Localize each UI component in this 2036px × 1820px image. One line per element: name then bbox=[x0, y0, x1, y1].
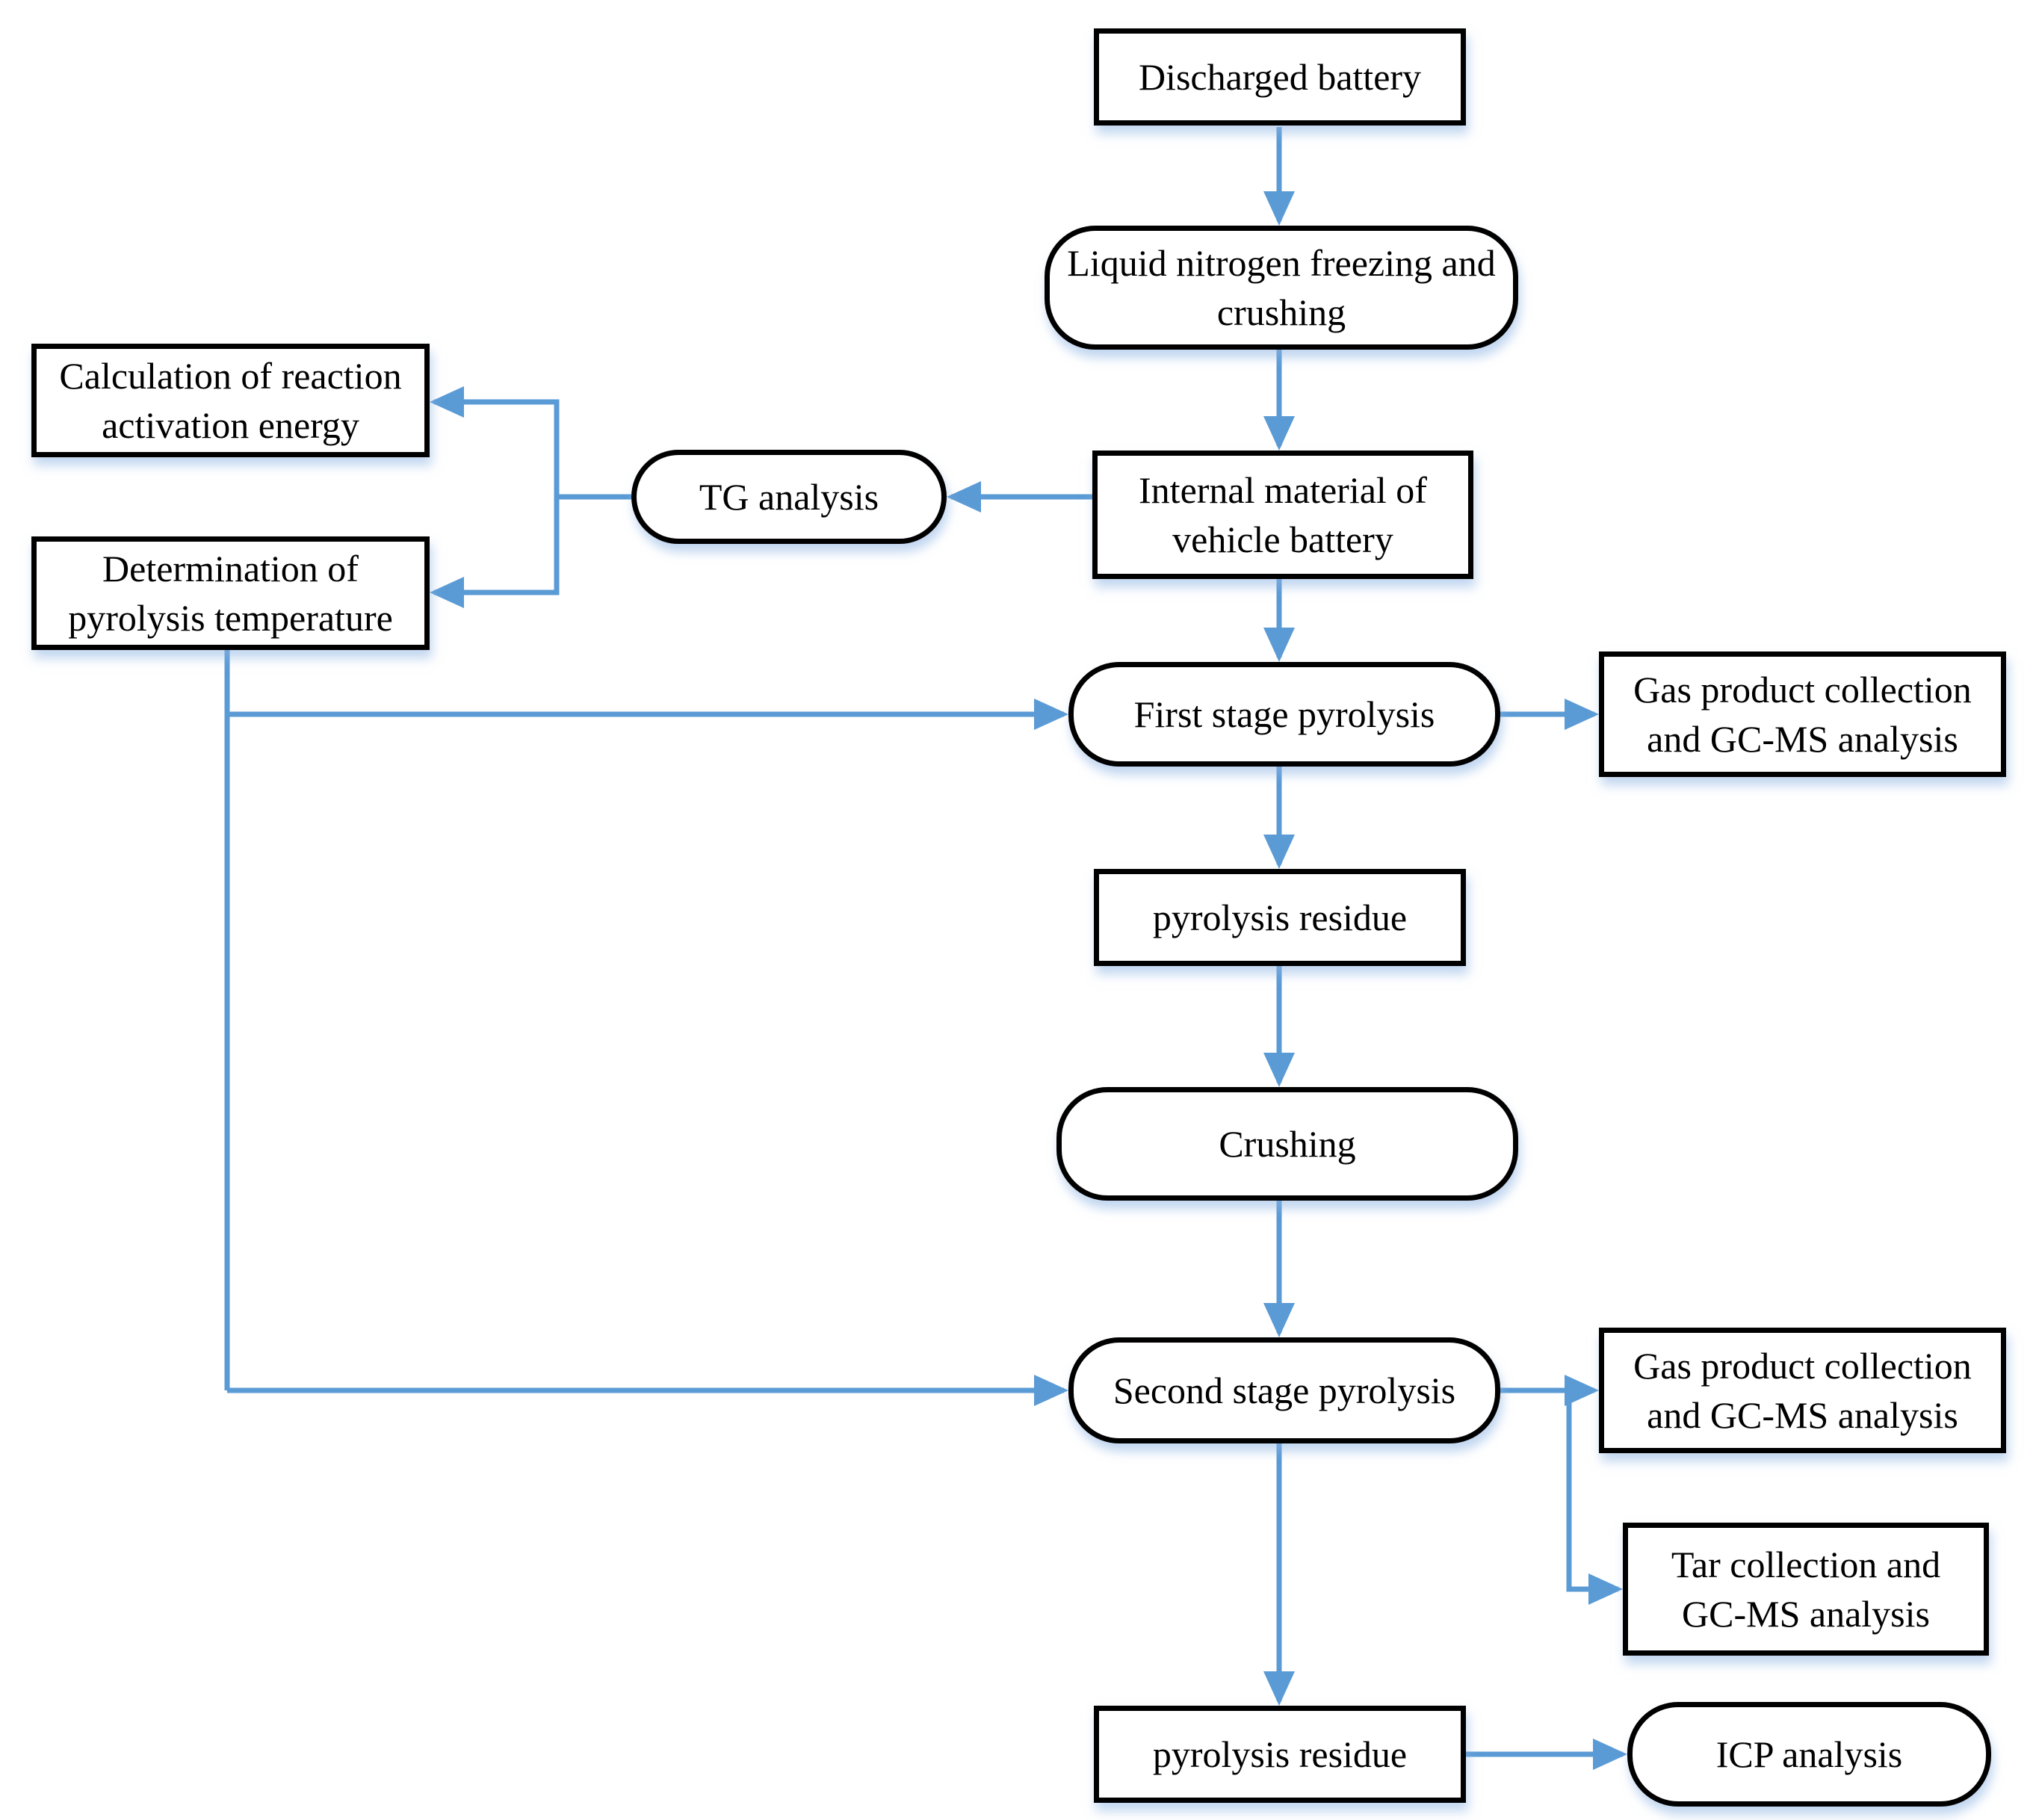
node-first-stage-pyrolysis: First stage pyrolysis bbox=[1068, 662, 1500, 767]
edge-tg-to-determination bbox=[430, 497, 560, 608]
node-icp-analysis: ICP analysis bbox=[1627, 1702, 1991, 1807]
node-internal-material: Internal material of vehicle battery bbox=[1092, 451, 1473, 579]
node-crushing: Crushing bbox=[1056, 1087, 1518, 1201]
node-pyrolysis-residue-2: pyrolysis residue bbox=[1094, 1706, 1466, 1803]
node-calculation-activation-energy: Calculation of reaction activation energ… bbox=[31, 344, 430, 457]
node-tg-analysis: TG analysis bbox=[631, 450, 947, 544]
edge-tg-to-calculation bbox=[430, 386, 631, 500]
node-second-stage-pyrolysis: Second stage pyrolysis bbox=[1068, 1337, 1500, 1443]
node-determination-pyrolysis-temperature: Determination of pyrolysis temperature bbox=[31, 536, 430, 650]
node-discharged-battery: Discharged battery bbox=[1094, 28, 1466, 126]
node-gas-collection-1: Gas product collection and GC-MS analysi… bbox=[1599, 651, 2006, 777]
node-pyrolysis-residue-1: pyrolysis residue bbox=[1094, 869, 1466, 966]
node-gas-collection-2: Gas product collection and GC-MS analysi… bbox=[1599, 1328, 2006, 1453]
node-liquid-nitrogen-freezing: Liquid nitrogen freezing and crushing bbox=[1045, 226, 1518, 350]
node-tar-collection: Tar collection and GC-MS analysis bbox=[1623, 1523, 1989, 1656]
